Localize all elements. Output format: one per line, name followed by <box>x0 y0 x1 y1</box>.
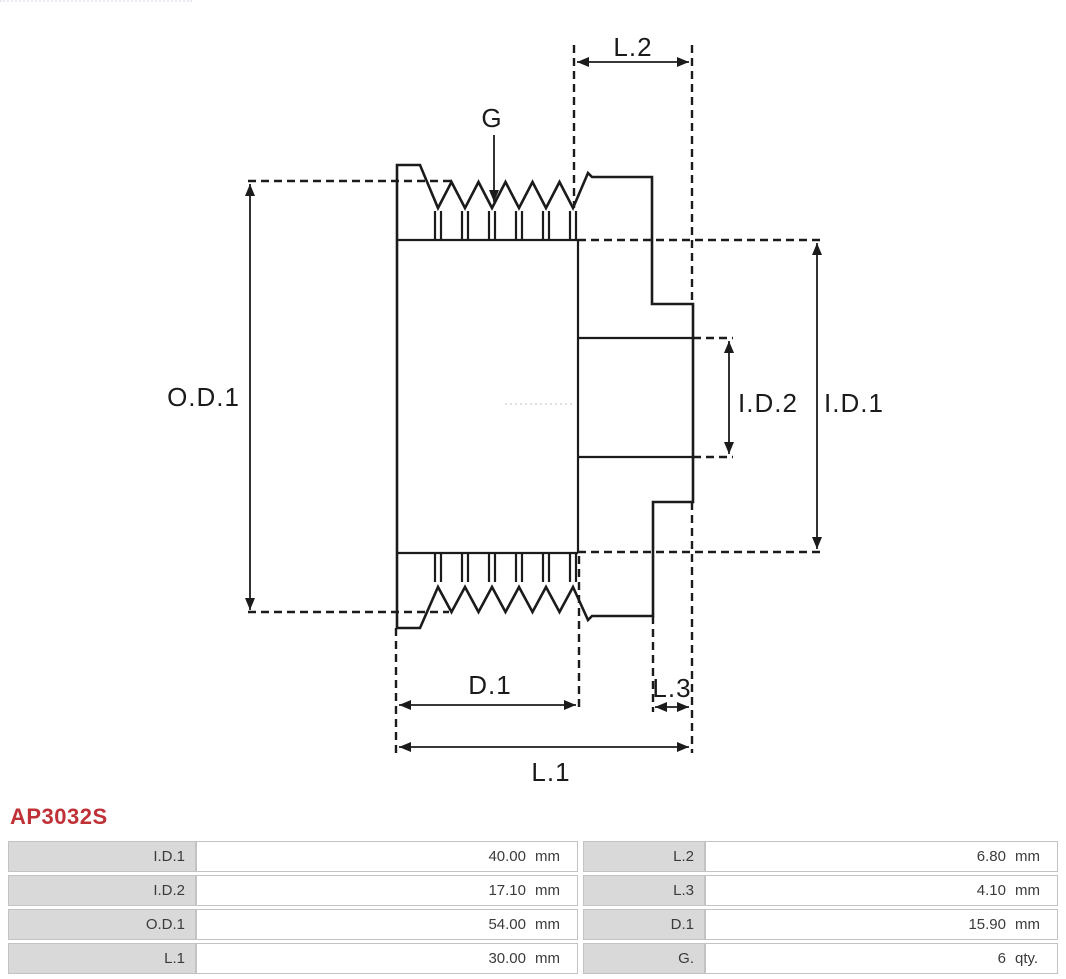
spec-value: 40.00 <box>488 848 526 865</box>
spec-label: D.1 <box>583 909 705 940</box>
spec-unit: mm <box>535 848 560 865</box>
spec-table-right: L.2 6.80 mm L.3 4.10 mm D.1 15.90 mm G. 6 qt… <box>583 838 1058 977</box>
spec-unit: qty. <box>1015 950 1039 967</box>
spec-value-cell: 17.10 mm <box>196 875 578 906</box>
spec-unit: mm <box>535 916 560 933</box>
spec-value-cell: 6 qty. <box>705 943 1058 974</box>
pulley-outline <box>395 163 695 630</box>
spec-label: I.D.2 <box>8 875 196 906</box>
dimension-label-d1: D.1 <box>468 670 511 700</box>
dimension-l1: L.1 <box>399 742 689 787</box>
table-row: D.1 15.90 mm <box>583 909 1058 940</box>
spec-label: O.D.1 <box>8 909 196 940</box>
dimension-label-l2: L.2 <box>613 32 652 62</box>
spec-table-left: I.D.1 40.00 mm I.D.2 17.10 mm O.D.1 54.00 m… <box>8 838 578 977</box>
spec-value: 6 <box>997 950 1006 967</box>
spec-unit: mm <box>1015 882 1040 899</box>
spec-unit: mm <box>535 950 560 967</box>
spec-label: L.3 <box>583 875 705 906</box>
spec-value-cell: 15.90 mm <box>705 909 1058 940</box>
table-row: O.D.1 54.00 mm <box>8 909 578 940</box>
spec-label: G. <box>583 943 705 974</box>
dimension-l2: L.2 <box>577 32 689 67</box>
dimension-label-id2: I.D.2 <box>738 388 798 418</box>
spec-unit: mm <box>535 882 560 899</box>
spec-value: 17.10 <box>488 882 526 899</box>
dimension-label-od1: O.D.1 <box>167 382 240 412</box>
dimension-label-g: G <box>481 103 502 133</box>
spec-tables: I.D.1 40.00 mm I.D.2 17.10 mm O.D.1 54.00 m… <box>0 838 1066 977</box>
dimension-l3: L.3 <box>652 673 691 712</box>
spec-label: L.1 <box>8 943 196 974</box>
spec-value: 54.00 <box>488 916 526 933</box>
dimension-d1: D.1 <box>399 670 576 710</box>
spec-value: 4.10 <box>976 882 1006 899</box>
dimension-od1: O.D.1 <box>167 184 255 610</box>
spec-value: 15.90 <box>968 916 1006 933</box>
pulley-technical-drawing: L.2 G O.D.1 I.D.2 I.D.1 D.1 L.3 L.1 <box>167 32 884 787</box>
spec-label: I.D.1 <box>8 841 196 872</box>
extension-lines <box>248 45 825 756</box>
dimension-label-l1: L.1 <box>531 757 570 787</box>
spec-unit: mm <box>1015 916 1040 933</box>
dimension-label-id1: I.D.1 <box>824 388 884 418</box>
dimension-id1: I.D.1 <box>812 243 884 549</box>
table-row: I.D.2 17.10 mm <box>8 875 578 906</box>
table-row: G. 6 qty. <box>583 943 1058 974</box>
spec-value-cell: 4.10 mm <box>705 875 1058 906</box>
part-number: AP3032S <box>10 804 108 829</box>
table-row: I.D.1 40.00 mm <box>8 841 578 872</box>
spec-value-cell: 54.00 mm <box>196 909 578 940</box>
table-row: L.1 30.00 mm <box>8 943 578 974</box>
spec-unit: mm <box>1015 848 1040 865</box>
spec-value-cell: 6.80 mm <box>705 841 1058 872</box>
dimension-id2: I.D.2 <box>724 341 798 454</box>
spec-value-cell: 30.00 mm <box>196 943 578 974</box>
corner-watermark <box>0 0 192 16</box>
table-row: L.2 6.80 mm <box>583 841 1058 872</box>
spec-value: 30.00 <box>488 950 526 967</box>
dimension-g: G <box>481 103 502 202</box>
spec-label: L.2 <box>583 841 705 872</box>
spec-value: 6.80 <box>976 848 1006 865</box>
table-row: L.3 4.10 mm <box>583 875 1058 906</box>
dimension-label-l3: L.3 <box>652 673 691 703</box>
spec-value-cell: 40.00 mm <box>196 841 578 872</box>
